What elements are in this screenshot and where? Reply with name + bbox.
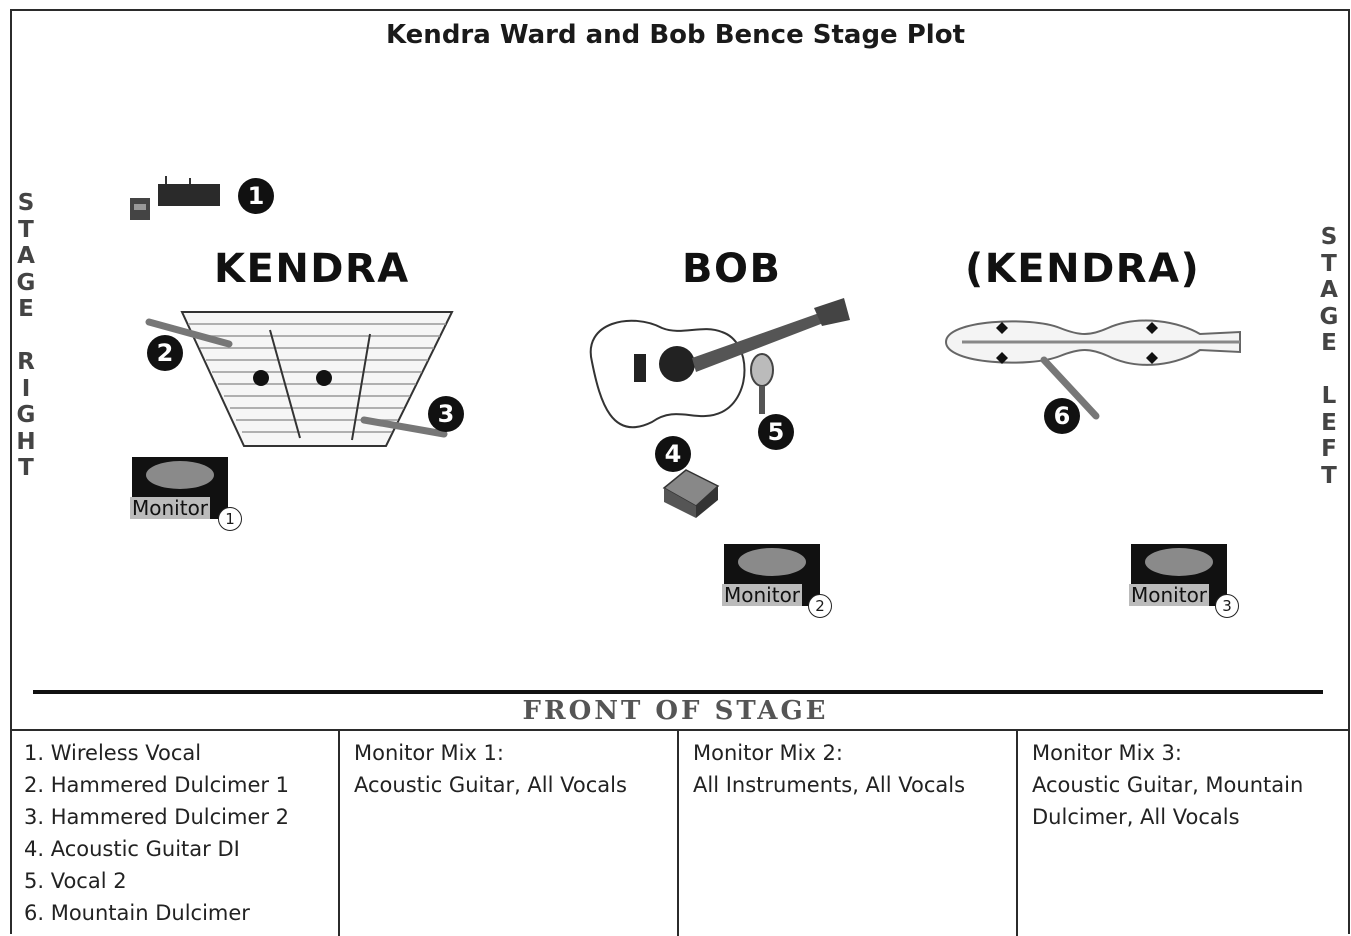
mountain-dulcimer-mic-icon	[1040, 356, 1100, 420]
stage-left-label: S T A G E L E F T	[1319, 224, 1339, 489]
input-badge-1: 1	[238, 178, 274, 214]
mix-line: All Instruments, All Vocals	[693, 773, 966, 797]
mix-line: Acoustic Guitar, All Vocals	[354, 773, 627, 797]
vocal-mic-icon	[750, 353, 774, 414]
input-badge-3: 3	[428, 396, 464, 432]
front-of-stage-label: FRONT OF STAGE	[522, 696, 829, 726]
monitor-3: Monitor 3	[1129, 540, 1239, 618]
input-list-item: 4. Acoustic Guitar DI	[24, 837, 240, 861]
input-monitor-table: 1. Wireless Vocal 2. Hammered Dulcimer 1…	[10, 729, 1350, 936]
wireless-receiver-icon	[130, 176, 220, 220]
mix-line: Acoustic Guitar, Mountain	[1032, 773, 1304, 797]
mix-line: Dulcimer, All Vocals	[1032, 805, 1240, 829]
input-badge-2: 2	[147, 335, 183, 371]
front-of-stage-line	[33, 690, 1323, 694]
di-box-icon	[662, 469, 720, 518]
dulcimer-mic-2-icon	[360, 416, 448, 438]
monitor-label: Monitor	[1129, 583, 1210, 607]
monitor-number: 3	[1215, 594, 1239, 618]
monitor-1: Monitor 1	[130, 453, 242, 531]
hammered-dulcimer-icon	[180, 311, 454, 447]
input-badge-5: 5	[758, 414, 794, 450]
monitor-2: Monitor 2	[722, 540, 832, 618]
dulcimer-mic-1-icon	[145, 318, 233, 348]
input-list-item: 5. Vocal 2	[24, 869, 127, 893]
monitor-mix-2: Monitor Mix 2: All Instruments, All Voca…	[677, 731, 1016, 936]
monitor-label: Monitor	[722, 583, 803, 607]
mix-heading: Monitor Mix 3:	[1032, 741, 1182, 765]
performer-bob: BOB	[682, 246, 782, 292]
input-badge-6: 6	[1044, 398, 1080, 434]
input-list-item: 1. Wireless Vocal	[24, 741, 202, 765]
input-list-item: 3. Hammered Dulcimer 2	[24, 805, 290, 829]
monitor-number: 2	[808, 594, 832, 618]
stage-plot-frame	[10, 9, 1350, 934]
mountain-dulcimer-icon	[944, 319, 1241, 366]
plot-title: Kendra Ward and Bob Bence Stage Plot	[385, 20, 966, 50]
stage-right-label: S T A G E R I G H T	[16, 190, 36, 481]
monitor-label: Monitor	[130, 496, 211, 520]
acoustic-guitar-icon	[589, 298, 850, 429]
monitor-mix-1: Monitor Mix 1: Acoustic Guitar, All Voca…	[338, 731, 677, 936]
monitor-number: 1	[218, 507, 242, 531]
monitor-mix-3: Monitor Mix 3: Acoustic Guitar, Mountain…	[1016, 731, 1350, 936]
mix-heading: Monitor Mix 1:	[354, 741, 504, 765]
input-list: 1. Wireless Vocal 2. Hammered Dulcimer 1…	[10, 731, 338, 936]
performer-kendra-alt: (KENDRA)	[965, 246, 1201, 292]
input-badge-4: 4	[655, 436, 691, 472]
performer-kendra: KENDRA	[214, 246, 410, 292]
input-list-item: 2. Hammered Dulcimer 1	[24, 773, 290, 797]
mix-heading: Monitor Mix 2:	[693, 741, 843, 765]
input-list-item: 6. Mountain Dulcimer	[24, 901, 250, 925]
